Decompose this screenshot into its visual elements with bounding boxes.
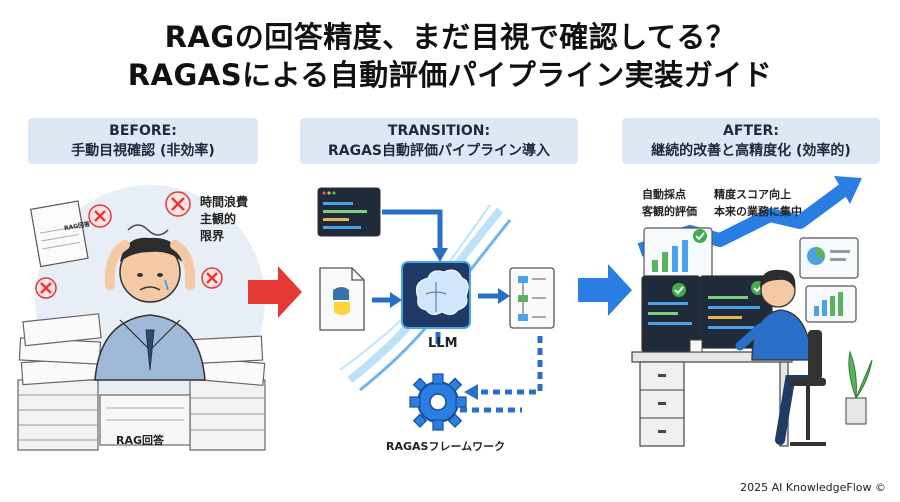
arrow-right-blue-icon (578, 264, 632, 316)
after-notes-right: 精度スコア向上 本来の業務に集中 (714, 186, 802, 220)
note-focus-work: 本来の業務に集中 (714, 205, 802, 218)
stressed-person (94, 237, 206, 381)
after-label: AFTER: 継続的改善と高精度化 (効率的) (622, 118, 880, 164)
before-label-line-1: BEFORE: (109, 123, 177, 139)
code-editor-icon (317, 187, 381, 237)
office-chair (790, 330, 826, 446)
title-line-1: RAGの回答精度、まだ目視で確認してる？ (164, 20, 736, 54)
paper-stack-left (17, 313, 102, 451)
footer-credit: 2025 AI KnowledgeFlow © (740, 481, 886, 494)
note-score-up: 精度スコア向上 (714, 188, 791, 201)
after-label-line-1: AFTER: (723, 123, 779, 139)
note-time-waste: 時間浪費 (200, 195, 249, 209)
chart-panel-left (643, 227, 713, 279)
flowchart-icon (509, 267, 555, 329)
framework-label: RAGASフレームワーク (386, 440, 506, 453)
office-desk (631, 351, 793, 447)
stress-swirl-icon (127, 224, 169, 236)
error-x-icon (88, 204, 112, 228)
note-objective: 客観的評価 (642, 205, 697, 218)
note-limit: 限界 (200, 229, 225, 243)
note-subjective: 主観的 (200, 212, 237, 226)
llm-brain-icon (401, 261, 471, 329)
transition-label-line-1: TRANSITION: (387, 123, 491, 139)
flow-arrows (372, 209, 543, 413)
transition-label-line-2: RAGAS自動評価パイプライン導入 (327, 143, 551, 159)
flow-arrowheads (390, 248, 510, 400)
after-notes-left: 自動採点 客観的評価 (642, 186, 697, 220)
error-x-icon (35, 277, 57, 299)
chart-panel-right (799, 237, 859, 323)
monitor-left (641, 275, 701, 353)
transition-label: TRANSITION: RAGAS自動評価パイプライン導入 (300, 118, 578, 164)
mug-icon (689, 339, 703, 353)
page-title: RAGの回答精度、まだ目視で確認してる？ RAGASによる自動評価パイプライン実… (0, 18, 900, 94)
llm-label: LLM (428, 336, 458, 351)
title-line-2: RAGASによる自動評価パイプライン実装ガイド (127, 58, 773, 92)
rag-answer-document (29, 200, 89, 268)
gear-icon (409, 373, 467, 431)
paper-stack-front (99, 394, 191, 446)
before-caption: RAG回答 (116, 434, 165, 447)
after-label-line-2: 継続的改善と高精度化 (効率的) (651, 143, 851, 159)
python-file-icon (319, 267, 365, 331)
plant-icon (845, 350, 873, 425)
before-label-line-2: 手動目視確認 (非効率) (71, 143, 215, 159)
arrow-right-red-icon (248, 266, 302, 318)
before-label: BEFORE: 手動目視確認 (非効率) (28, 118, 258, 164)
before-notes: 時間浪費 主観的 限界 (200, 194, 248, 245)
note-auto-scoring: 自動採点 (642, 188, 686, 201)
error-x-icon (165, 191, 191, 217)
focused-person (735, 269, 813, 445)
error-x-icon (201, 267, 223, 289)
